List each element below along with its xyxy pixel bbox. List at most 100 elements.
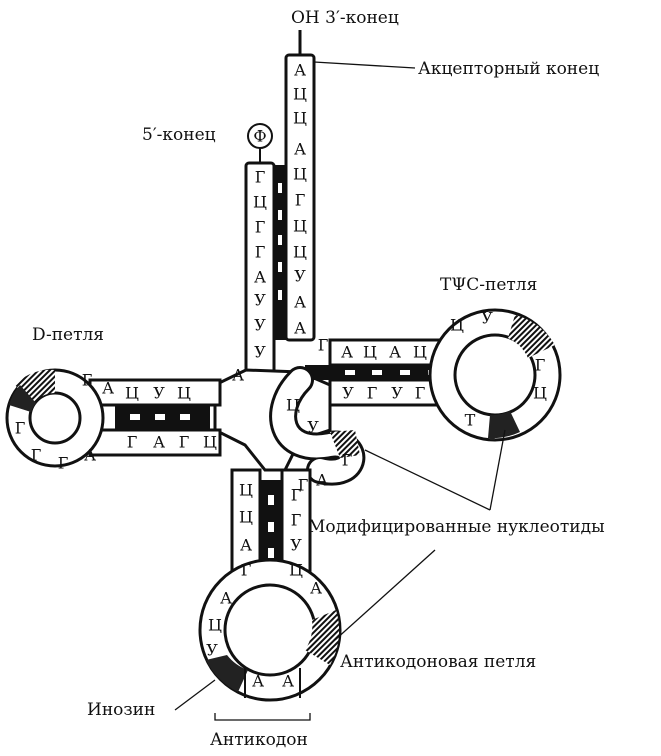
anticodon-label: Антикодон <box>210 730 308 750</box>
svg-text:У: У <box>254 316 266 335</box>
svg-text:А: А <box>240 536 252 555</box>
three-prime-label: OH 3′-конец <box>291 8 399 28</box>
svg-text:Г: Г <box>291 511 302 530</box>
svg-text:Г: Г <box>127 433 138 452</box>
anticodon-loop-label: Антикодоновая петля <box>340 652 536 672</box>
svg-text:Г: Г <box>255 243 266 262</box>
svg-text:А: А <box>310 579 322 598</box>
svg-text:А: А <box>282 672 294 691</box>
acceptor-pairing <box>274 165 286 340</box>
svg-text:Г: Г <box>15 419 26 438</box>
svg-text:Г: Г <box>255 168 266 187</box>
svg-text:У: У <box>391 384 403 403</box>
svg-text:Г: Г <box>179 433 190 452</box>
svg-text:Ц: Ц <box>203 433 217 452</box>
svg-text:А: А <box>252 672 264 691</box>
variable-loop-hatch <box>330 430 360 458</box>
svg-text:Ц: Ц <box>239 481 253 500</box>
svg-text:У: У <box>307 418 319 437</box>
svg-text:Ц: Ц <box>293 85 307 104</box>
inosine-pointer <box>174 679 216 711</box>
phosphate-circle <box>247 123 273 149</box>
variable-loop <box>272 369 363 483</box>
anticodon-bracket <box>214 713 311 721</box>
d-loop-modified-dark <box>9 385 36 412</box>
svg-text:Г: Г <box>367 384 378 403</box>
svg-text:Г: Г <box>82 371 93 390</box>
d-loop-modified-hatch <box>15 369 55 405</box>
svg-text:Г: Г <box>295 191 306 210</box>
svg-text:У: У <box>153 384 165 403</box>
svg-text:Ц: Ц <box>450 316 464 335</box>
acceptor-pointer <box>313 61 416 69</box>
svg-text:Ц: Ц <box>289 561 303 580</box>
svg-text:Г: Г <box>58 454 69 473</box>
acceptor-5prime-nucleotides: Г Ц Г Г А У У У А <box>232 168 267 385</box>
t-loop-nucleotides: Ц У Г Ц Т <box>450 309 547 430</box>
anticodon-loop-nucleotides: А Ц У А <box>206 579 322 660</box>
svg-text:Ц: Ц <box>413 343 427 362</box>
svg-text:У: У <box>481 309 493 328</box>
anticodon-arm-nucleotides: Ц Ц А Г Г Г У Ц <box>239 481 303 580</box>
svg-text:У: У <box>342 384 354 403</box>
svg-text:У: У <box>290 536 302 555</box>
svg-text:А: А <box>102 379 114 398</box>
anticodon-loop-inner <box>223 583 317 677</box>
t-arm-pairing <box>305 365 450 380</box>
acceptor-end-label: Акцепторный конец <box>418 59 599 79</box>
d-loop-label: D-петля <box>32 325 104 345</box>
svg-text:Ц: Ц <box>293 243 307 262</box>
five-prime-label: 5′-конец <box>142 125 216 145</box>
svg-text:Г: Г <box>298 476 309 495</box>
svg-text:Ц: Ц <box>239 508 253 527</box>
d-arm-pairing <box>115 405 210 430</box>
modified-pointer-2 <box>489 429 506 511</box>
svg-text:Г: Г <box>291 486 302 505</box>
inosine-label: Инозин <box>87 700 155 720</box>
anticodon-loop-pointer <box>334 549 436 641</box>
svg-text:Г: Г <box>535 356 546 375</box>
svg-text:А: А <box>294 140 306 159</box>
d-arm-top-strand <box>88 378 222 407</box>
svg-text:Ц: Ц <box>293 109 307 128</box>
svg-text:А: А <box>389 343 401 362</box>
svg-text:У: У <box>254 343 266 362</box>
svg-text:Ц: Ц <box>533 384 547 403</box>
t-loop-hatch <box>508 315 555 358</box>
variable-loop-nucleotides: Ц У Г А Г <box>286 396 352 495</box>
d-loop-nucleotides: Г Г Г А <box>15 419 96 473</box>
svg-text:Г: Г <box>318 336 329 355</box>
svg-text:Ц: Ц <box>363 343 377 362</box>
modified-pointer-1 <box>364 449 491 511</box>
svg-text:Г: Г <box>241 561 252 580</box>
svg-text:Ц: Ц <box>293 217 307 236</box>
svg-text:Ц: Ц <box>177 384 191 403</box>
svg-text:У: У <box>206 641 218 660</box>
anticodon-loop-hatch <box>305 610 340 665</box>
svg-text:А: А <box>341 343 353 362</box>
svg-text:А: А <box>294 293 306 312</box>
svg-text:А: А <box>232 366 244 385</box>
svg-text:А: А <box>316 471 328 490</box>
svg-text:А: А <box>294 319 306 338</box>
svg-text:Г: Г <box>415 384 426 403</box>
svg-text:Г: Г <box>255 218 266 237</box>
svg-text:А: А <box>254 268 266 287</box>
d-arm-nucleotides: Г А Ц У Ц Г А Г Ц <box>82 371 217 452</box>
svg-text:Ц: Ц <box>293 165 307 184</box>
svg-text:Г: Г <box>342 451 353 470</box>
acceptor-3prime-nucleotides: А Ц Ц А Ц Г Ц Ц У А А <box>293 61 307 338</box>
modified-nucleotides-label: Модифицированные нуклеотиды <box>308 517 605 537</box>
svg-text:У: У <box>254 291 266 310</box>
anticodon-bases: А А <box>252 672 294 691</box>
svg-text:Ц: Ц <box>286 396 300 415</box>
svg-text:Ц: Ц <box>125 384 139 403</box>
t-loop-pseudouridine <box>488 411 520 439</box>
t-arm-nucleotides: Г А Ц А Ц У Г У Г <box>318 336 427 403</box>
svg-text:Т: Т <box>465 411 476 430</box>
svg-text:А: А <box>84 446 96 465</box>
phosphate-label: Ф <box>253 127 266 146</box>
svg-text:Ц: Ц <box>208 616 222 635</box>
tpsic-loop-label: TΨC-петля <box>440 275 537 295</box>
